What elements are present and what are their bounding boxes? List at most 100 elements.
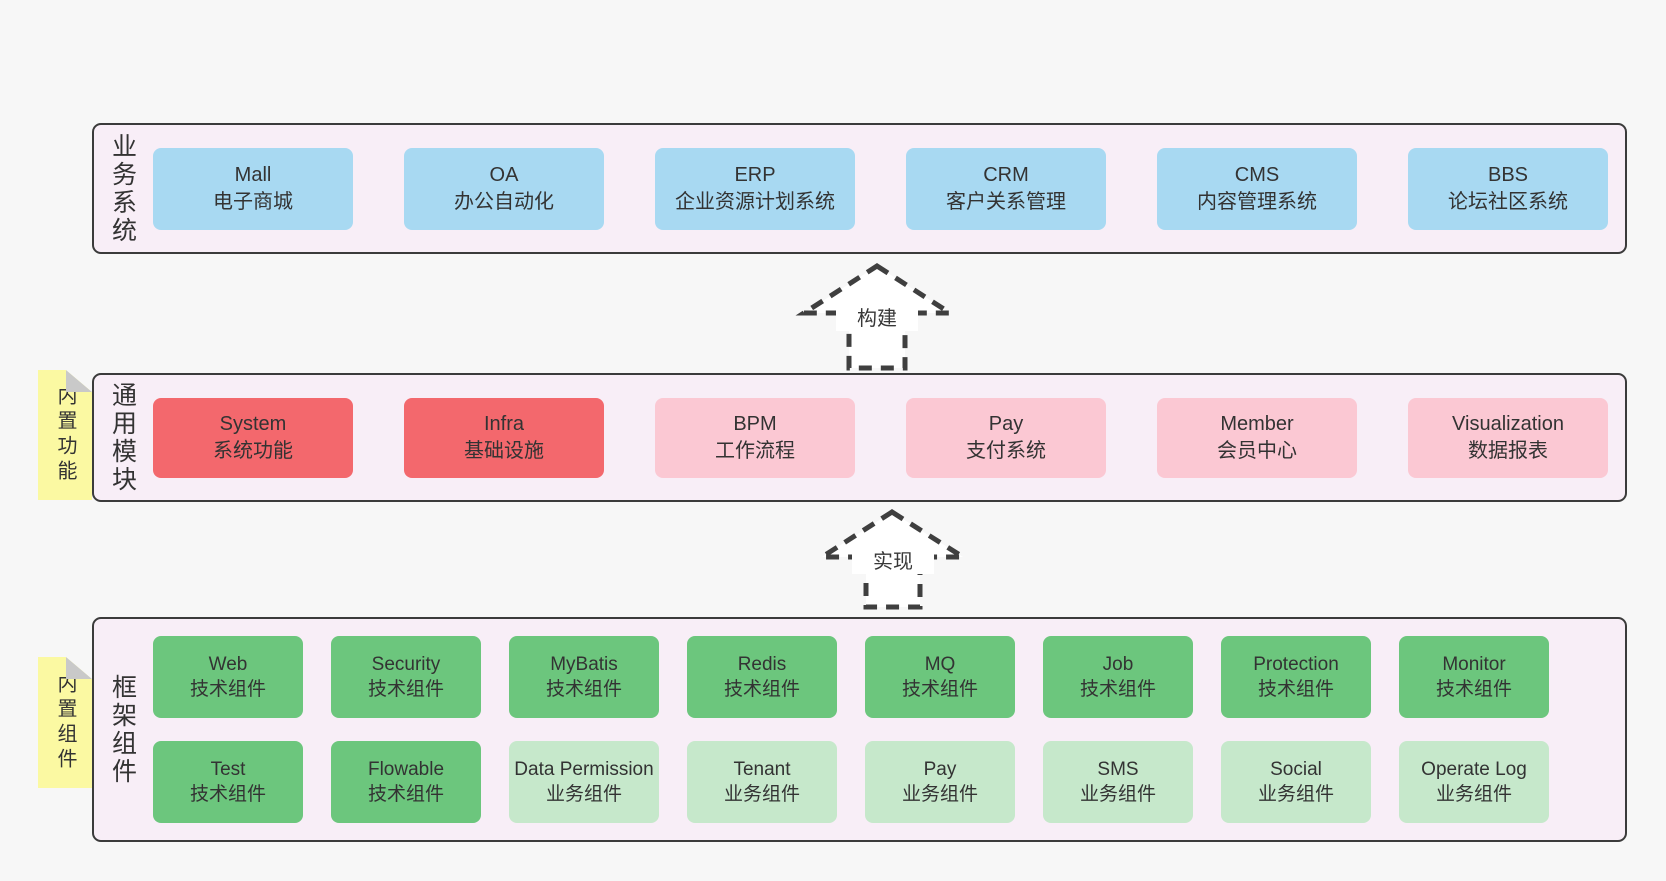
box-title: Infra [483,412,525,435]
box-subtitle: 技术组件 [367,679,444,700]
box-title: Social [1270,759,1322,780]
box-title: Protection [1253,654,1339,675]
box-operate-log: Operate Log 业务组件 [1399,741,1549,823]
box-title: MQ [924,654,956,675]
box-title: ERP [734,163,776,186]
box-subtitle: 内容管理系统 [1197,190,1317,213]
box-title: Visualization [1452,412,1564,435]
box-title: Job [1102,654,1134,675]
box-subtitle: 技术组件 [189,784,266,805]
box-title: Web [208,654,248,675]
box-cms: CMS 内容管理系统 [1157,147,1357,230]
arrow-implement-label: 实现 [852,550,934,574]
band-components-label: 框架组件 [108,673,137,786]
box-monitor: Monitor 技术组件 [1399,636,1549,718]
box-job: Job 技术组件 [1043,636,1193,718]
box-title: CRM [983,163,1029,186]
box-protection: Protection 技术组件 [1221,636,1371,718]
box-data-permission: Data Permission 业务组件 [509,741,659,823]
box-subtitle: 系统功能 [213,439,293,462]
box-subtitle: 基础设施 [464,439,544,462]
band-common-modules: 通用模块 System 系统功能 Infra 基础设施 BPM 工作流程 Pay… [92,373,1627,502]
box-title: Data Permission [514,759,654,780]
box-pay-module: Pay 支付系统 [906,397,1106,478]
sticky-fold-corner-icon [66,370,92,392]
box-subtitle: 业务组件 [723,784,800,805]
box-subtitle: 业务组件 [1257,784,1334,805]
box-subtitle: 业务组件 [901,784,978,805]
box-title: SMS [1097,759,1139,780]
box-member: Member 会员中心 [1157,397,1357,478]
box-title: Flowable [367,759,445,780]
band-business-systems: 业务系统 Mall 电子商城 OA 办公自动化 ERP 企业资源计划系统 CRM… [92,123,1627,254]
box-subtitle: 客户关系管理 [946,190,1066,213]
box-subtitle: 支付系统 [966,439,1046,462]
box-title: BBS [1487,163,1529,186]
box-system: System 系统功能 [153,397,353,478]
box-bpm: BPM 工作流程 [655,397,855,478]
box-title: Redis [737,654,787,675]
box-crm: CRM 客户关系管理 [906,147,1106,230]
box-subtitle: 技术组件 [1257,679,1334,700]
box-subtitle: 企业资源计划系统 [675,190,835,213]
box-subtitle: 技术组件 [189,679,266,700]
box-oa: OA 办公自动化 [404,147,604,230]
box-mybatis: MyBatis 技术组件 [509,636,659,718]
box-erp: ERP 企业资源计划系统 [655,147,855,230]
box-subtitle: 技术组件 [1079,679,1156,700]
sticky-note-built-in-features: 内置功能 [38,370,92,500]
box-subtitle: 工作流程 [715,439,795,462]
box-subtitle: 技术组件 [901,679,978,700]
box-test: Test 技术组件 [153,741,303,823]
box-subtitle: 业务组件 [1079,784,1156,805]
box-title: System [219,412,287,435]
band-framework-components: 框架组件 Web 技术组件 Security 技术组件 MyBatis 技术组件… [92,617,1627,842]
box-pay-component: Pay 业务组件 [865,741,1015,823]
sticky-fold-corner-icon [66,657,92,679]
box-title: Member [1220,412,1294,435]
box-mall: Mall 电子商城 [153,147,353,230]
box-social: Social 业务组件 [1221,741,1371,823]
modules-box-row: System 系统功能 Infra 基础设施 BPM 工作流程 Pay 支付系统… [94,375,1625,500]
components-box-row-2: Test 技术组件 Flowable 技术组件 Data Permission … [94,741,1625,823]
business-box-row: Mall 电子商城 OA 办公自动化 ERP 企业资源计划系统 CRM 客户关系… [94,125,1625,252]
box-subtitle: 技术组件 [723,679,800,700]
box-title: BPM [733,412,777,435]
box-subtitle: 办公自动化 [454,190,554,213]
box-title: Monitor [1442,654,1506,675]
box-title: OA [489,163,519,186]
box-mq: MQ 技术组件 [865,636,1015,718]
box-flowable: Flowable 技术组件 [331,741,481,823]
box-sms: SMS 业务组件 [1043,741,1193,823]
box-subtitle: 业务组件 [545,784,622,805]
components-box-row-1: Web 技术组件 Security 技术组件 MyBatis 技术组件 Redi… [94,636,1625,718]
box-title: Test [210,759,246,780]
box-subtitle: 业务组件 [1435,784,1512,805]
box-title: Tenant [733,759,791,780]
box-infra: Infra 基础设施 [404,397,604,478]
box-subtitle: 数据报表 [1468,439,1548,462]
components-rows: Web 技术组件 Security 技术组件 MyBatis 技术组件 Redi… [94,619,1625,840]
box-redis: Redis 技术组件 [687,636,837,718]
box-security: Security 技术组件 [331,636,481,718]
box-tenant: Tenant 业务组件 [687,741,837,823]
box-subtitle: 论坛社区系统 [1448,190,1568,213]
box-subtitle: 技术组件 [545,679,622,700]
arrow-build-label: 构建 [836,307,918,331]
box-visualization: Visualization 数据报表 [1408,397,1608,478]
band-business-label: 业务系统 [108,132,137,245]
box-subtitle: 技术组件 [367,784,444,805]
box-subtitle: 电子商城 [213,190,293,213]
box-title: MyBatis [550,654,618,675]
box-title: Mall [234,163,272,186]
box-title: Pay [988,412,1024,435]
box-subtitle: 会员中心 [1217,439,1297,462]
box-title: CMS [1234,163,1280,186]
band-modules-label: 通用模块 [108,381,137,494]
box-title: Security [371,654,441,675]
sticky-note-built-in-components: 内置组件 [38,657,92,788]
box-subtitle: 技术组件 [1435,679,1512,700]
box-title: Pay [923,759,957,780]
box-title: Operate Log [1421,759,1527,780]
